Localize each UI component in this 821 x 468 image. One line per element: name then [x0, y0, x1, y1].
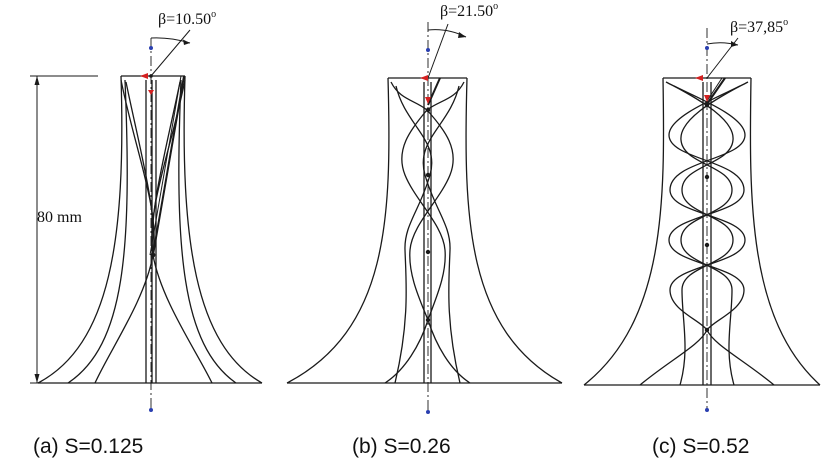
panel-c: β=37,85o — [583, 17, 821, 412]
twisted-structure-a — [37, 75, 263, 384]
markers-b — [420, 48, 431, 414]
angle-arc-c — [706, 37, 739, 79]
panel-a: β=10.50o — [37, 9, 263, 412]
dimension-label: 80 mm — [37, 209, 82, 226]
caption-c: (c) S=0.52 — [652, 435, 749, 458]
angle-arc-b — [427, 23, 467, 79]
angle-label-b: β=21.50o — [440, 1, 498, 20]
angle-label-a: β=10.50o — [158, 9, 216, 28]
markers-c — [695, 46, 710, 412]
markers-a — [140, 46, 156, 412]
caption-a: (a) S=0.125 — [33, 435, 143, 458]
angle-arc-a — [150, 29, 191, 77]
angle-label-c: β=37,85o — [730, 17, 788, 36]
twisted-structure-c — [583, 77, 821, 386]
panel-b: β=21.50o — [286, 1, 563, 414]
caption-b: (b) S=0.26 — [352, 435, 451, 458]
twisted-structure-b — [286, 77, 563, 384]
